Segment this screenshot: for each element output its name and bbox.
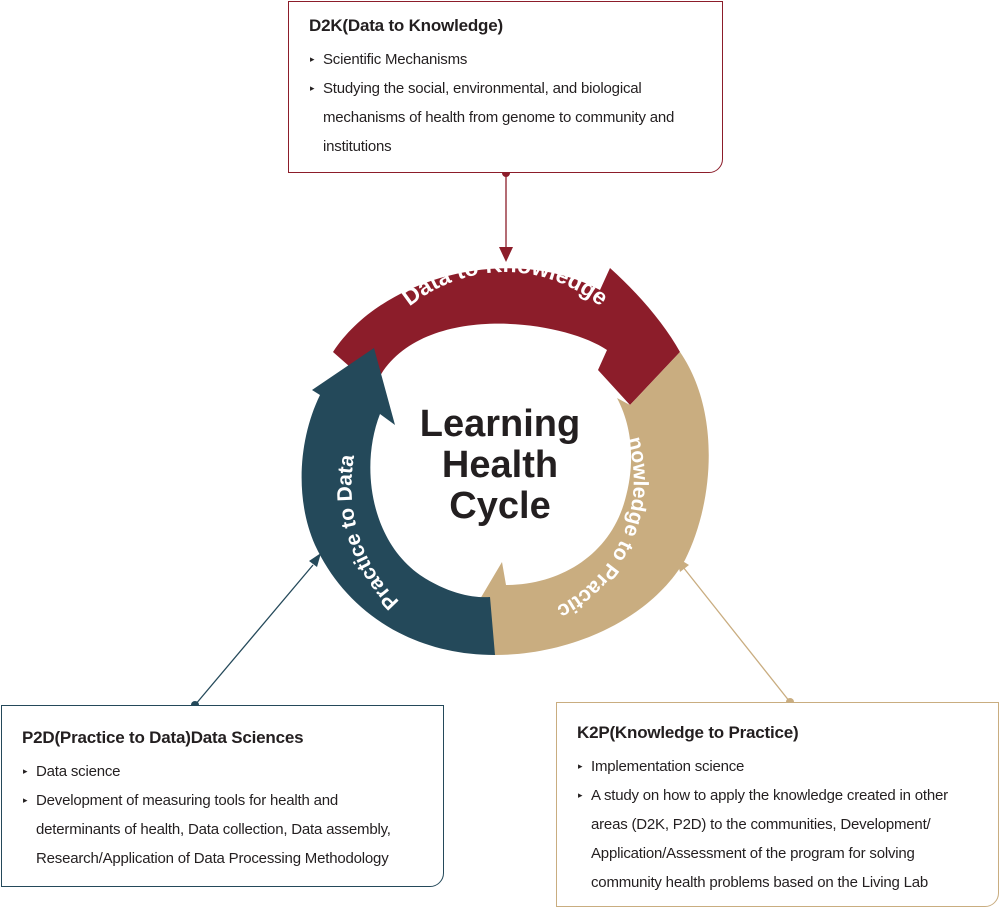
triangle-bullet-icon: ▸: [23, 795, 28, 805]
list-item-text-line: institutions: [323, 138, 392, 155]
list-item-text-line: Development of measuring tools for healt…: [36, 792, 339, 809]
ring-segment-d2k: [333, 268, 680, 405]
list-item: ▸ Development of measuring tools for hea…: [22, 786, 443, 873]
connector-d2k: [499, 169, 513, 262]
d2k-bullet-list: ▸ Scientific Mechanisms ▸ Studying the s…: [309, 45, 722, 161]
center-title-line-1: Learning: [419, 403, 581, 445]
center-title: Learning Health Cycle: [380, 404, 620, 527]
list-item: ▸ Studying the social, environmental, an…: [309, 74, 722, 161]
triangle-bullet-icon: ▸: [310, 83, 315, 93]
connector-k2p: [676, 557, 794, 706]
list-item-text: Data science: [36, 763, 121, 780]
triangle-bullet-icon: ▸: [23, 766, 28, 776]
list-item-text: Implementation science: [591, 758, 745, 775]
ring-segment-k2p: [470, 352, 709, 655]
k2p-bullet-list: ▸ Implementation science ▸ A study on ho…: [577, 752, 998, 897]
connector-p2d: [191, 553, 321, 709]
center-title-line-2: Health: [441, 444, 559, 486]
triangle-bullet-icon: ▸: [310, 54, 315, 64]
k2p-box-title: K2P(Knowledge to Practice): [577, 723, 799, 742]
d2k-box-title: D2K(Data to Knowledge): [309, 16, 503, 35]
list-item-text-line: mechanisms of health from genome to comm…: [323, 109, 675, 126]
list-item-text-line: Research/Application of Data Processing …: [36, 850, 389, 867]
list-item-text-line: Application/Assessment of the program fo…: [591, 845, 915, 862]
list-item: ▸ Scientific Mechanisms: [309, 45, 722, 74]
d2k-info-box: D2K(Data to Knowledge) ▸ Scientific Mech…: [288, 1, 723, 173]
list-item-text-line: community health problems based on the L…: [591, 874, 929, 891]
list-item-text-line: Studying the social, environmental, and …: [323, 80, 642, 97]
list-item: ▸ A study on how to apply the knowledge …: [577, 781, 998, 897]
list-item-text-line: A study on how to apply the knowledge cr…: [591, 787, 948, 804]
list-item: ▸ Data science: [22, 757, 443, 786]
triangle-bullet-icon: ▸: [578, 790, 583, 800]
list-item: ▸ Implementation science: [577, 752, 998, 781]
triangle-bullet-icon: ▸: [578, 761, 583, 771]
list-item-text-line: areas (D2K, P2D) to the communities, Dev…: [591, 816, 931, 833]
p2d-info-box: P2D(Practice to Data)Data Sciences ▸ Dat…: [1, 705, 444, 887]
p2d-bullet-list: ▸ Data science ▸ Development of measurin…: [22, 757, 443, 873]
list-item-text: Scientific Mechanisms: [323, 51, 468, 68]
center-title-line-3: Cycle: [449, 485, 551, 527]
ring-segment-p2d: [301, 348, 495, 655]
k2p-info-box: K2P(Knowledge to Practice) ▸ Implementat…: [556, 702, 999, 907]
list-item-text-line: determinants of health, Data collection,…: [36, 821, 391, 838]
p2d-box-title: P2D(Practice to Data)Data Sciences: [22, 728, 304, 747]
